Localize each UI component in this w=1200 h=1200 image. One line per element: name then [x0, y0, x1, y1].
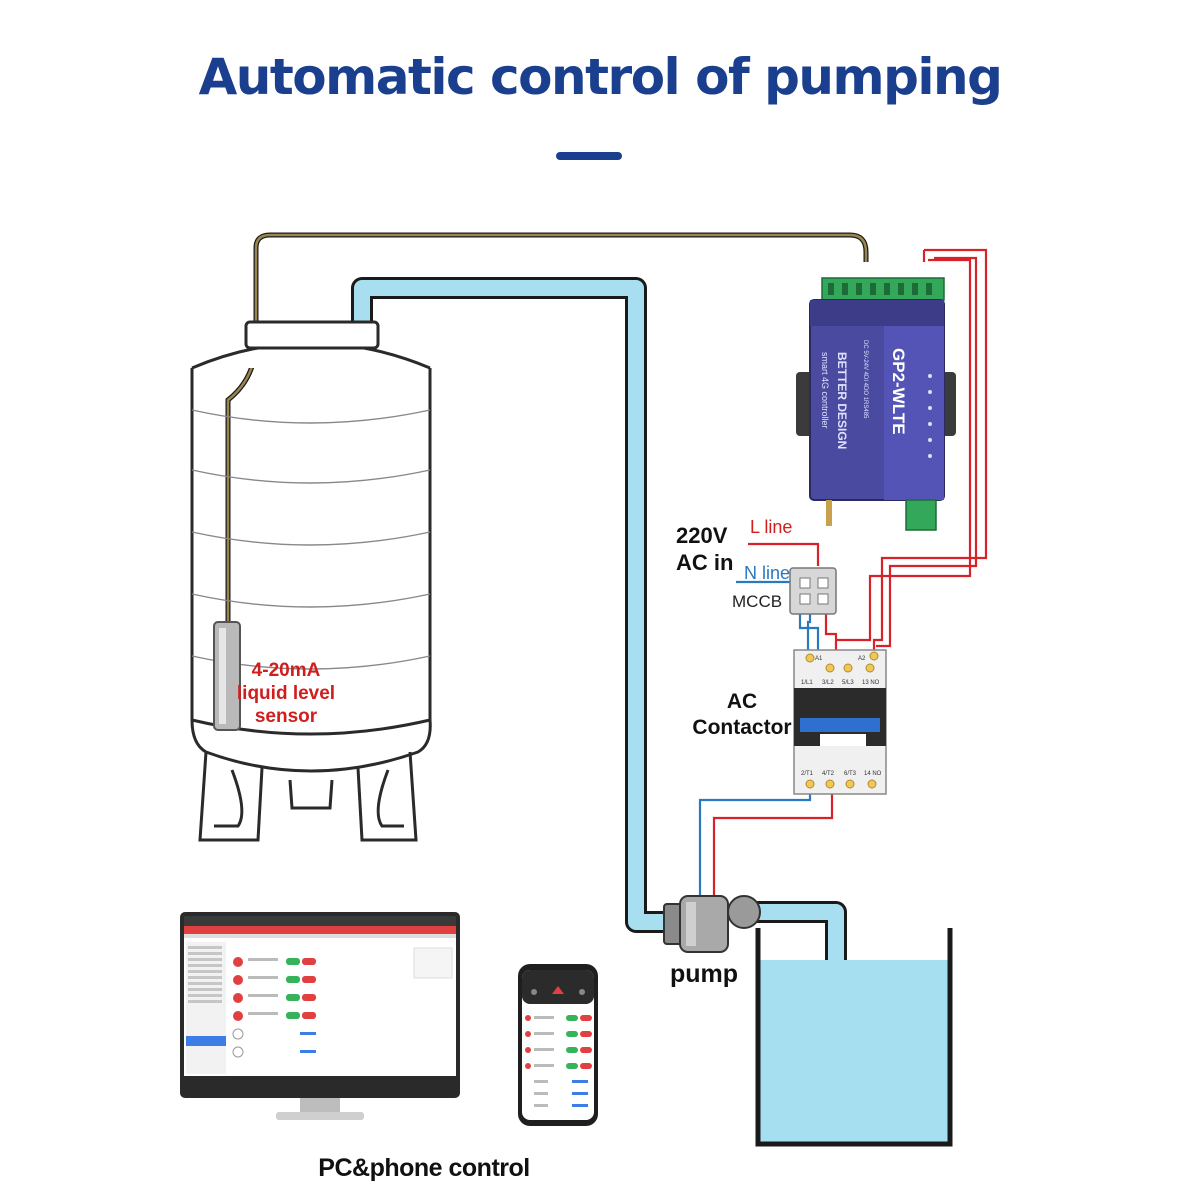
mccb-label: MCCB [732, 592, 782, 611]
device-brand: BETTER DESIGN [835, 352, 849, 449]
terminal-a2: A2 [858, 656, 866, 662]
title-underline [556, 152, 622, 160]
water-pipe [351, 277, 847, 962]
ac-in-label: AC in [676, 550, 733, 575]
l-line-label: L line [750, 517, 792, 537]
pump [663, 895, 761, 953]
terminal-a1: A1 [815, 656, 823, 662]
terminal-4t2: 4/T2 [822, 771, 835, 777]
water-basin [755, 928, 953, 1147]
sensor-label-line2: liquid level [237, 683, 335, 704]
terminal-6t3: 6/T3 [844, 771, 857, 777]
terminal-13no: 13 NO [862, 680, 880, 686]
terminal-3l2: 3/L2 [822, 680, 834, 686]
ac-contactor: A1 1/L1 3/L2 5/L3 13 NO A2 2/T1 4/T2 6/T… [793, 649, 887, 795]
sensor-label-line3: sensor [255, 706, 318, 727]
sensor-cable [225, 232, 869, 625]
contactor-label-line2: Contactor [692, 716, 791, 739]
terminal-1l1: 1/L1 [801, 680, 813, 686]
voltage-label: 220V [676, 523, 728, 548]
device-model: GP2-WLTE [889, 348, 908, 435]
terminal-5l3: 5/L3 [842, 680, 854, 686]
smartphone [518, 964, 598, 1126]
terminal-2t1: 2/T1 [801, 771, 814, 777]
control-label: PC&phone control [318, 1154, 529, 1182]
pc-monitor [180, 912, 460, 1120]
gp2-wlte-controller: GP2-WLTE BETTER DESIGN smart 4G controll… [796, 277, 956, 531]
contactor-label-line1: AC [727, 690, 757, 713]
sensor-label-line1: 4-20mA [252, 660, 321, 681]
device-subtitle: smart 4G controller [820, 352, 830, 429]
n-line-label: N line [744, 563, 790, 583]
page-title: Automatic control of pumping [198, 48, 1003, 106]
water-tank [190, 320, 432, 842]
device-detail: DC 5V-24V 4DI 4DO 1RS485 [862, 340, 868, 419]
terminal-14no: 14 NO [864, 771, 882, 777]
level-sensor-probe [213, 621, 241, 731]
mccb-breaker [789, 567, 837, 615]
pump-label: pump [670, 960, 738, 988]
